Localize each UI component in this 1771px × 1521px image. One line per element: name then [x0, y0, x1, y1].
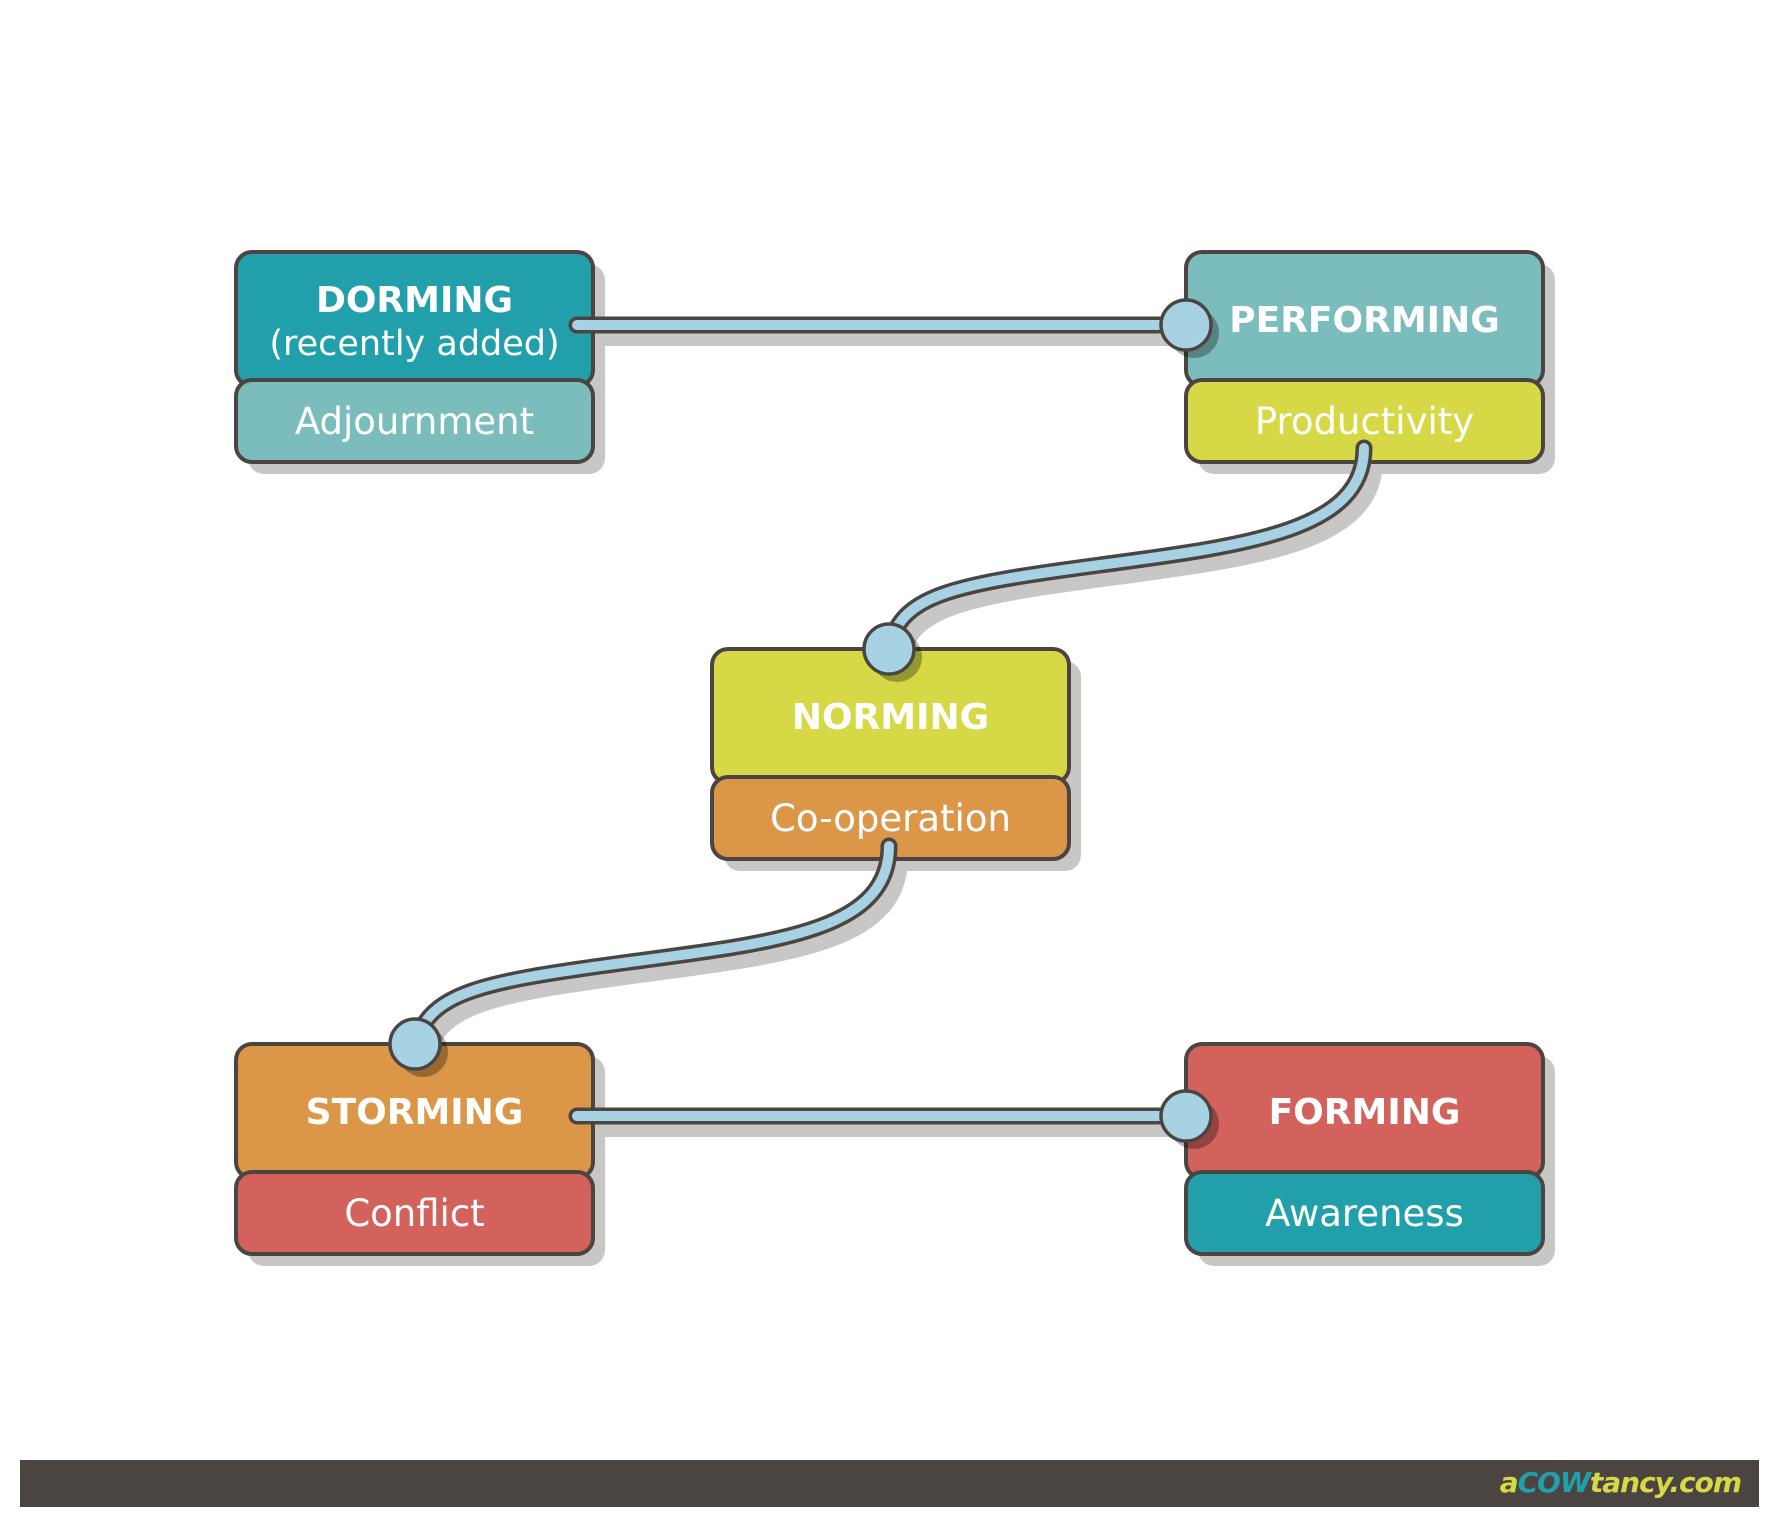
connector-knob-icon: [862, 622, 916, 676]
stage-dorming[interactable]: DORMING(recently added) Adjournment: [234, 250, 595, 464]
forming-label: Awareness: [1265, 1192, 1464, 1235]
connector-knob-icon: [1159, 1089, 1213, 1143]
stage-norming[interactable]: NORMING Co-operation: [710, 647, 1071, 861]
connector-knob-icon: [388, 1017, 442, 1071]
norming-title: NORMING: [792, 697, 989, 738]
connector-norming-storming-shadow: [416, 849, 908, 1065]
forming-title: FORMING: [1269, 1092, 1461, 1133]
norming-label: Co-operation: [770, 797, 1011, 840]
connector-knob-icon: [1159, 298, 1213, 352]
connector-dorming-performing: [568, 298, 1219, 358]
performing-title: PERFORMING: [1229, 300, 1500, 341]
connector-norming-storming: [388, 837, 898, 1077]
dorming-subtitle: (recently added): [269, 324, 559, 364]
stage-performing[interactable]: PERFORMING Productivity: [1184, 250, 1545, 464]
dorming-title: DORMING: [316, 280, 513, 321]
connector-storming-forming: [568, 1089, 1219, 1149]
performing-label: Productivity: [1255, 400, 1474, 443]
acowtancy-logo[interactable]: aCOWtancy.com: [1499, 1466, 1742, 1499]
storming-label: Conflict: [344, 1192, 484, 1235]
storming-title: STORMING: [306, 1092, 524, 1133]
dorming-label: Adjournment: [295, 400, 534, 443]
dorming-label-box: [234, 378, 595, 464]
connector-performing-norming-shadow: [890, 451, 1383, 670]
footer-bar: aCOWtancy.com: [20, 1460, 1759, 1507]
storming-label-box: [234, 1170, 595, 1256]
forming-label-box: [1184, 1170, 1545, 1256]
connector-performing-norming: [862, 439, 1373, 682]
stage-forming[interactable]: FORMING Awareness: [1184, 1042, 1545, 1256]
